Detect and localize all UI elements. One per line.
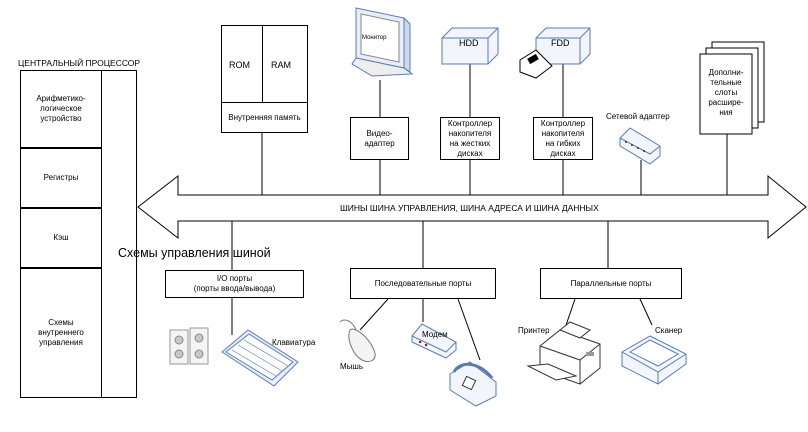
hdd-drive-icon (441, 27, 499, 65)
rom-label: ROM (229, 60, 250, 70)
mouse-icon (339, 319, 376, 363)
keyboard-label: Клавиатура (272, 338, 316, 347)
network-adapter-icon (619, 127, 661, 165)
monitor-icon (351, 7, 414, 77)
fdd-controller-box: Контроллер накопителя на гибких дисках (533, 117, 593, 160)
system-bus-arrow (137, 174, 807, 240)
printer-label: Принтер (518, 326, 550, 335)
hdd-label: HDD (459, 38, 479, 48)
io-ports-box: I/O порты (порты ввода/вывода) (165, 270, 304, 298)
expansion-slots-icon (699, 41, 765, 135)
telephone-icon (449, 361, 497, 407)
ram-label: RAM (271, 60, 291, 70)
expansion-slots-label: Дополни- тельные слоты расшире- ния (708, 68, 744, 117)
monitor-label: Монитор (362, 35, 387, 41)
modem-icon (411, 323, 457, 359)
internal-memory-label: Внутренняя память (228, 113, 301, 122)
parallel-ports-box: Параллельные порты (540, 268, 682, 299)
fdd-label: FDD (551, 38, 570, 48)
memory-divider (262, 25, 263, 103)
system-bus-label: ШИНЫ ШИНА УПРАВЛЕНИЯ, ШИНА АДРЕСА И ШИНА… (340, 203, 599, 213)
cpu-alu: Арифметико- логическое устройство (20, 70, 102, 148)
cpu-cache: Кэш (20, 208, 102, 268)
bus-control-circuits-label: Схемы управления шиной (118, 246, 271, 260)
hdd-controller-box: Контроллер накопителя на жестких дисках (440, 117, 500, 160)
cpu-registers: Регистры (20, 148, 102, 208)
speakers-icon (169, 327, 209, 365)
cpu-title: ЦЕНТРАЛЬНЫЙ ПРОЦЕССОР (18, 58, 141, 68)
fdd-drive-icon (519, 27, 591, 79)
serial-ports-box: Последовательные порты (350, 268, 496, 299)
cpu-internal-control: Схемы внутреннего управления (20, 268, 102, 398)
scanner-icon (621, 335, 687, 385)
bus-connectors (231, 63, 728, 361)
memory-divider-h (221, 102, 308, 103)
network-adapter-label: Сетевой адаптер (606, 112, 670, 121)
video-adapter-box: Видео- адаптер (350, 117, 409, 160)
keyboard-icon (221, 329, 299, 387)
memory-block (221, 25, 308, 133)
printer-icon (526, 321, 601, 385)
scanner-label: Сканер (655, 326, 683, 335)
mouse-label: Мышь (340, 362, 363, 371)
modem-label: Модем (422, 330, 448, 339)
